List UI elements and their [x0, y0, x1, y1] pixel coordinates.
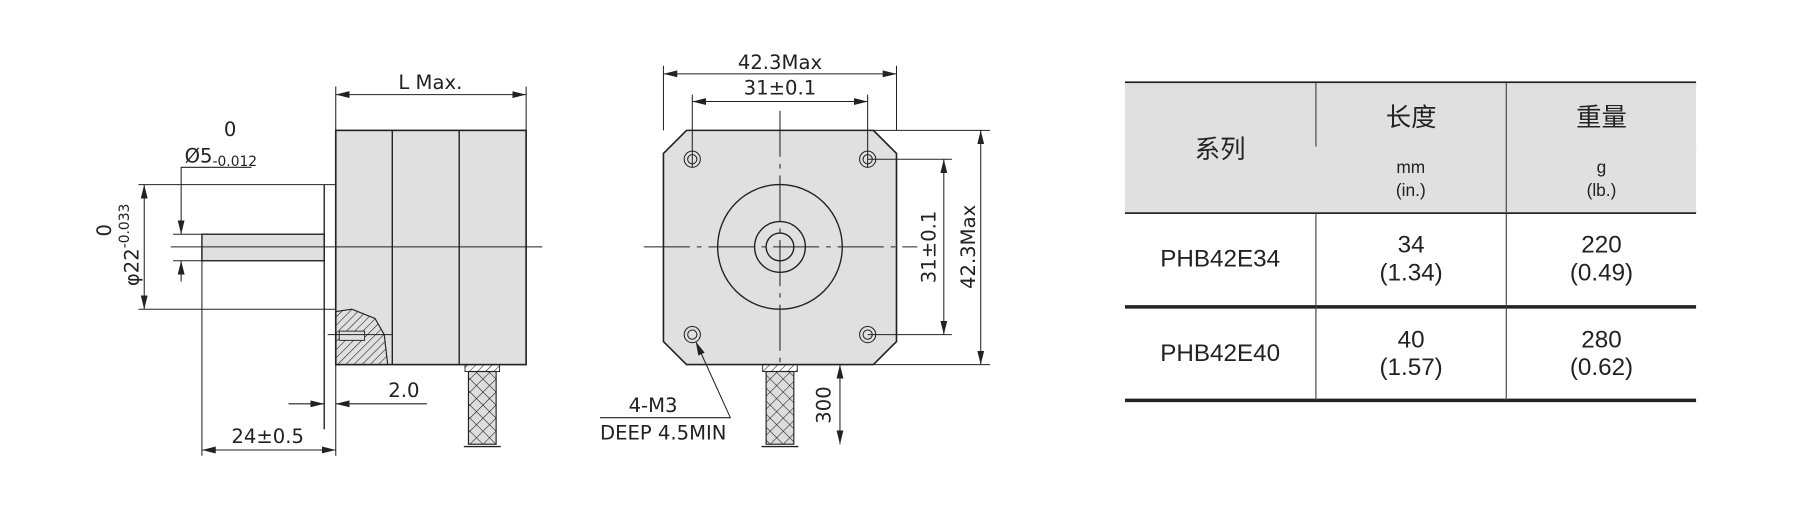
table-row: PHB42E40 40(1.57) 280(0.62) [1125, 306, 1697, 401]
hole-note-2: DEEP 4.5MIN [600, 422, 726, 445]
height-max-label: 42.3Max [957, 205, 980, 289]
length-in-value: (1.57) [1379, 353, 1443, 381]
pilot-tol-upper: 0 [93, 224, 116, 236]
length-value: 34 [1397, 231, 1425, 259]
weight-lb-value: (0.49) [1569, 259, 1634, 287]
shaft [201, 233, 325, 262]
weight-lb-value: (0.62) [1569, 353, 1634, 381]
length-unit: mm [1396, 157, 1426, 178]
l-max-label: L Max. [398, 71, 462, 94]
spec-table: 系列 长度 重量 mm(in.) g(lb.) PHB42E34 34(1.34… [1124, 83, 1697, 401]
front-view: 42.3Max 31±0.1 42.3Max 31±0.1 300 4-M3 D… [599, 51, 990, 448]
table-row: PHB42E34 34(1.34) 220(0.49) [1125, 212, 1697, 307]
header-weight: 重量 [1505, 83, 1697, 147]
hole-spacing-v-label: 31±0.1 [918, 211, 941, 284]
side-view: φ22-0.033 0 Ø5-0.012 0 L Max. 2.0 24±0.5 [93, 71, 543, 456]
hole-spacing-label: 31±0.1 [744, 77, 817, 100]
length-value: 40 [1397, 325, 1425, 353]
cable [765, 370, 795, 445]
weight-unit: g [1596, 157, 1607, 178]
cable-length-label: 300 [813, 386, 836, 423]
length-in-value: (1.34) [1379, 259, 1443, 287]
width-max-label: 42.3Max [738, 51, 822, 74]
series-cell: PHB42E40 [1160, 339, 1281, 367]
series-cell: PHB42E34 [1160, 245, 1281, 273]
pilot-dia-label: φ22-0.033 [117, 204, 143, 286]
hole-note-1: 4-M3 [629, 394, 678, 417]
header-series: 系列 [1124, 83, 1316, 213]
shaft-tol-upper: 0 [224, 118, 236, 141]
header-length: 长度 [1315, 83, 1507, 147]
shaft-dia-label: Ø5-0.012 [185, 145, 258, 170]
length-unit-alt: (in.) [1395, 180, 1426, 201]
weight-value: 280 [1581, 325, 1622, 353]
shaft-length-label: 24±0.5 [231, 425, 304, 448]
cable [467, 370, 497, 445]
weight-value: 220 [1581, 231, 1622, 259]
pilot-depth-label: 2.0 [388, 379, 419, 402]
weight-unit-alt: (lb.) [1586, 180, 1617, 201]
